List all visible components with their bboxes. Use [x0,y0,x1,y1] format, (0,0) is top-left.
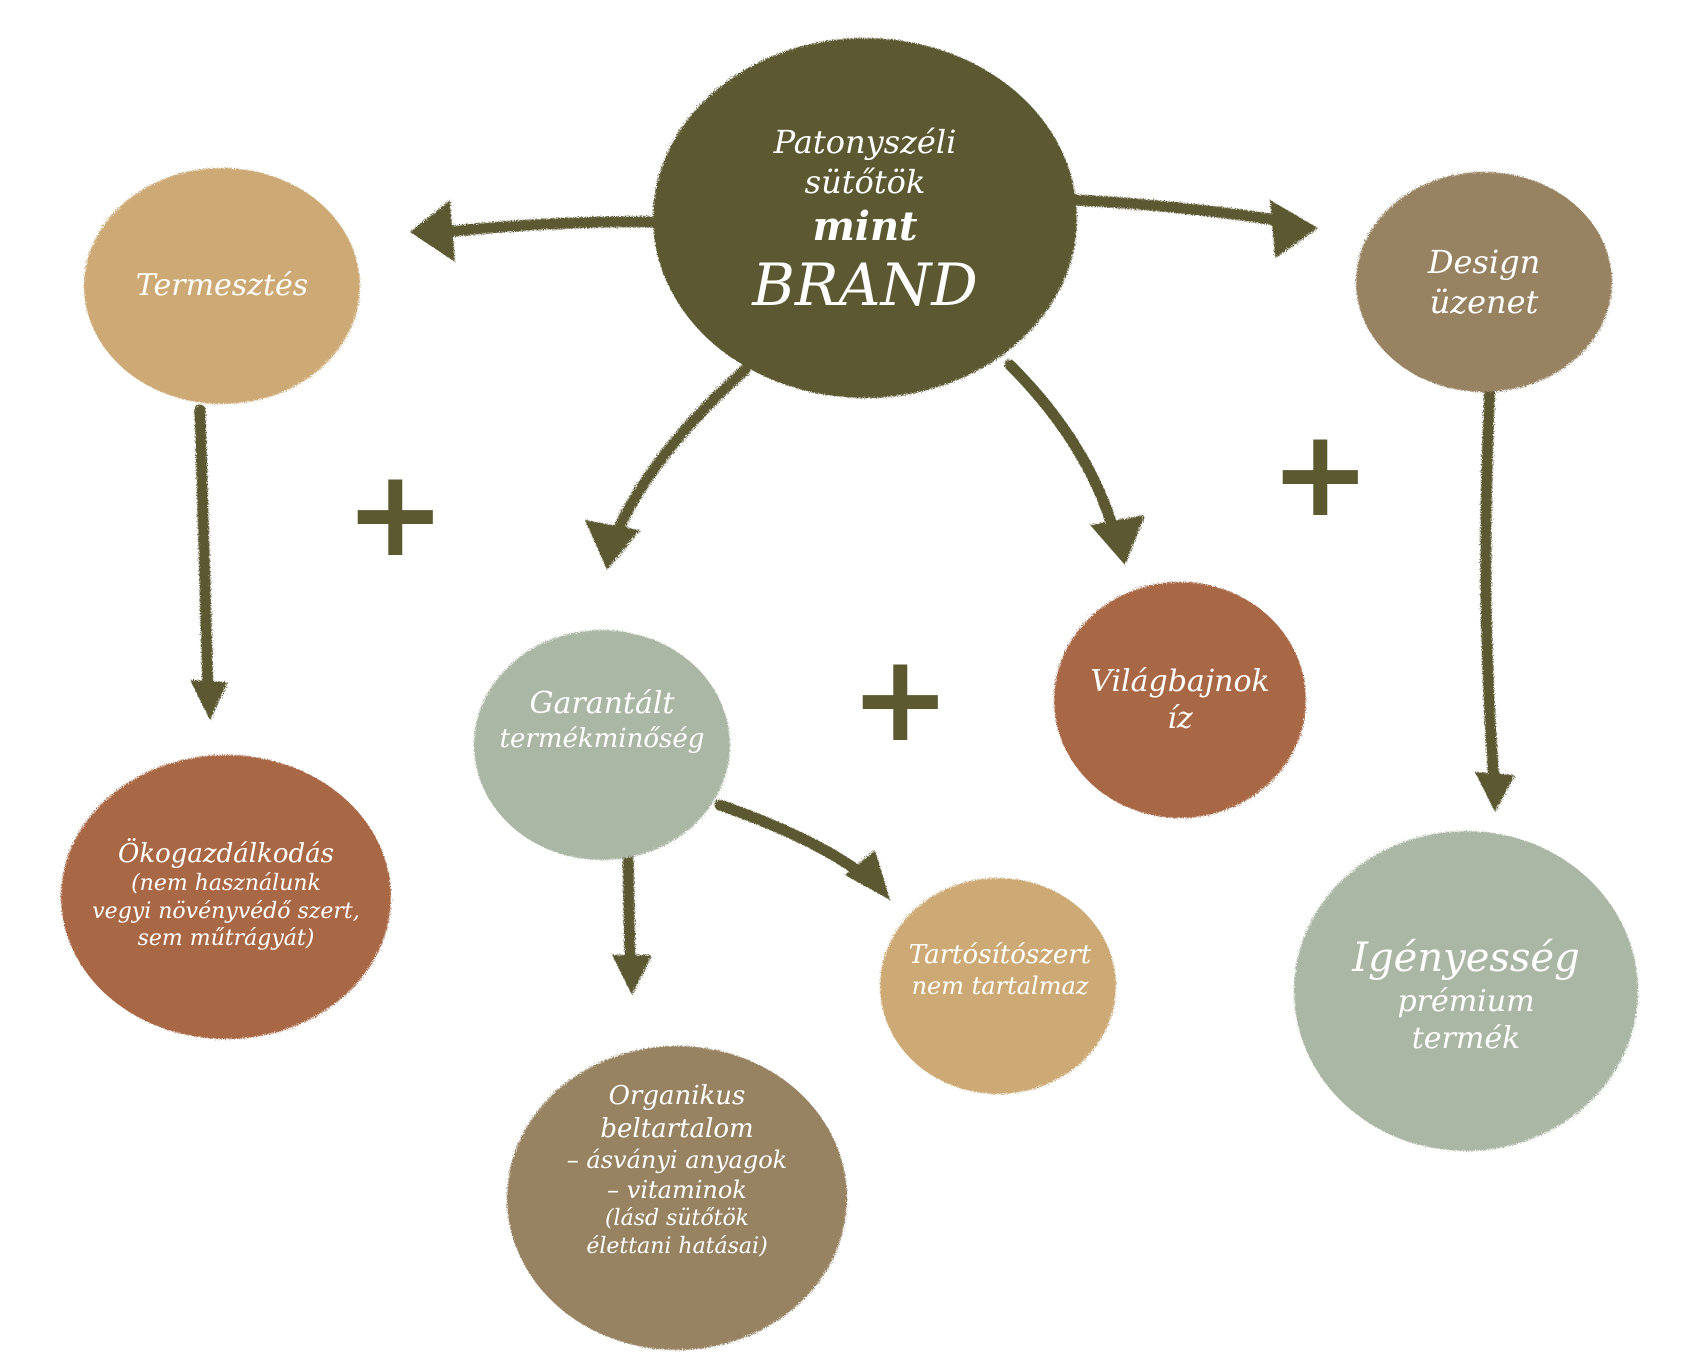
organikus-line-5: (lásd sütőtök [604,1206,750,1231]
arrowhead-garantalt [585,520,640,570]
node-blob-organikus [507,1046,847,1350]
okogazdalkodas-line-1: Ökogazdálkodás [118,838,334,869]
node-garantalt: Garantált termékminőség [462,655,742,785]
node-blob-center [653,38,1077,398]
arrowhead-organikus [612,955,652,995]
arrowhead-igenyesseg [1475,772,1515,812]
node-blob-design [1356,172,1612,392]
center-line-1: Patonyszéli [773,122,957,161]
node-organikus: Organikus beltartalom – ásványi anyagok … [522,1040,832,1300]
center-line-3: mint [812,202,918,250]
tartositoszert-line-1: Tartósítószert [908,939,1092,970]
node-blob-tartositoszert [880,878,1116,1094]
arrow-to-termesztes [439,216,671,238]
arrowhead-tartositoszert [845,850,890,900]
plus-sign-middle: + [850,630,951,769]
arrowhead-left [410,200,455,262]
arrowhead-vilagbajnok [1090,515,1145,565]
igenyesseg-line-3: termék [1411,1021,1521,1056]
arrow-to-tartositoszert [714,799,876,886]
termesztes-line-1: Termesztés [135,268,309,304]
igenyesseg-line-2: prémium [1397,983,1535,1019]
arrow-to-garantalt [612,364,751,536]
node-okogazdalkodas: Ökogazdálkodás (nem használunk vegyi növ… [61,810,391,980]
garantalt-line-1: Garantált [529,686,675,721]
arrow-to-design [1069,194,1296,228]
center-line-2: sütőtök [804,162,926,201]
okogazdalkodas-line-2: (nem használunk [131,871,321,896]
plus-sign-right: + [1270,405,1371,544]
plus-sign-left: + [345,445,446,584]
arrow-to-vilagbajnok [1004,359,1118,531]
arrowhead-okogazdalkodas [190,680,228,720]
organikus-line-6: élettani hatásai) [586,1233,768,1259]
arrow-to-okogazdalkodas [194,404,214,696]
arrow-to-organikus [622,849,636,966]
center-node-brand: Patonyszéli sütőtök mint BRAND [665,60,1065,380]
node-tartositoszert: Tartósítószert nem tartalmaz [880,920,1120,1020]
organikus-line-3: – ásványi anyagok [566,1146,788,1174]
node-termesztes: Termesztés [92,236,352,336]
organikus-line-1: Organikus [608,1081,746,1111]
node-blob-okogazdalkodas [61,755,391,1039]
node-blob-vilagbajnok [1054,582,1306,818]
node-igenyesseg: Igényesség prémium termék [1306,900,1626,1090]
tartositoszert-line-2: nem tartalmaz [911,972,1089,1001]
okogazdalkodas-line-3: vegyi növényvédő szert, [92,898,360,924]
node-design: Design üzenet [1364,212,1604,352]
design-line-1: Design [1427,243,1541,281]
arrowhead-right [1270,200,1318,258]
node-blob-igenyesseg [1294,831,1638,1151]
garantalt-line-2: termékminőség [499,723,705,754]
organikus-line-4: – vitaminok [607,1176,747,1204]
vilagbajnok-line-2: íz [1167,701,1193,736]
node-blob-termesztes [84,168,360,404]
center-line-4: BRAND [752,250,978,319]
igenyesseg-line-1: Igényesség [1352,934,1580,981]
design-line-2: üzenet [1429,283,1539,321]
node-vilagbajnok: Világbajnok íz [1050,630,1310,770]
vilagbajnok-line-1: Világbajnok [1090,663,1270,699]
arrow-to-igenyesseg [1480,379,1500,786]
okogazdalkodas-line-4: sem műtrágyát) [137,926,315,951]
organikus-line-2: beltartalom [600,1113,754,1144]
node-blob-garantalt [474,630,730,860]
